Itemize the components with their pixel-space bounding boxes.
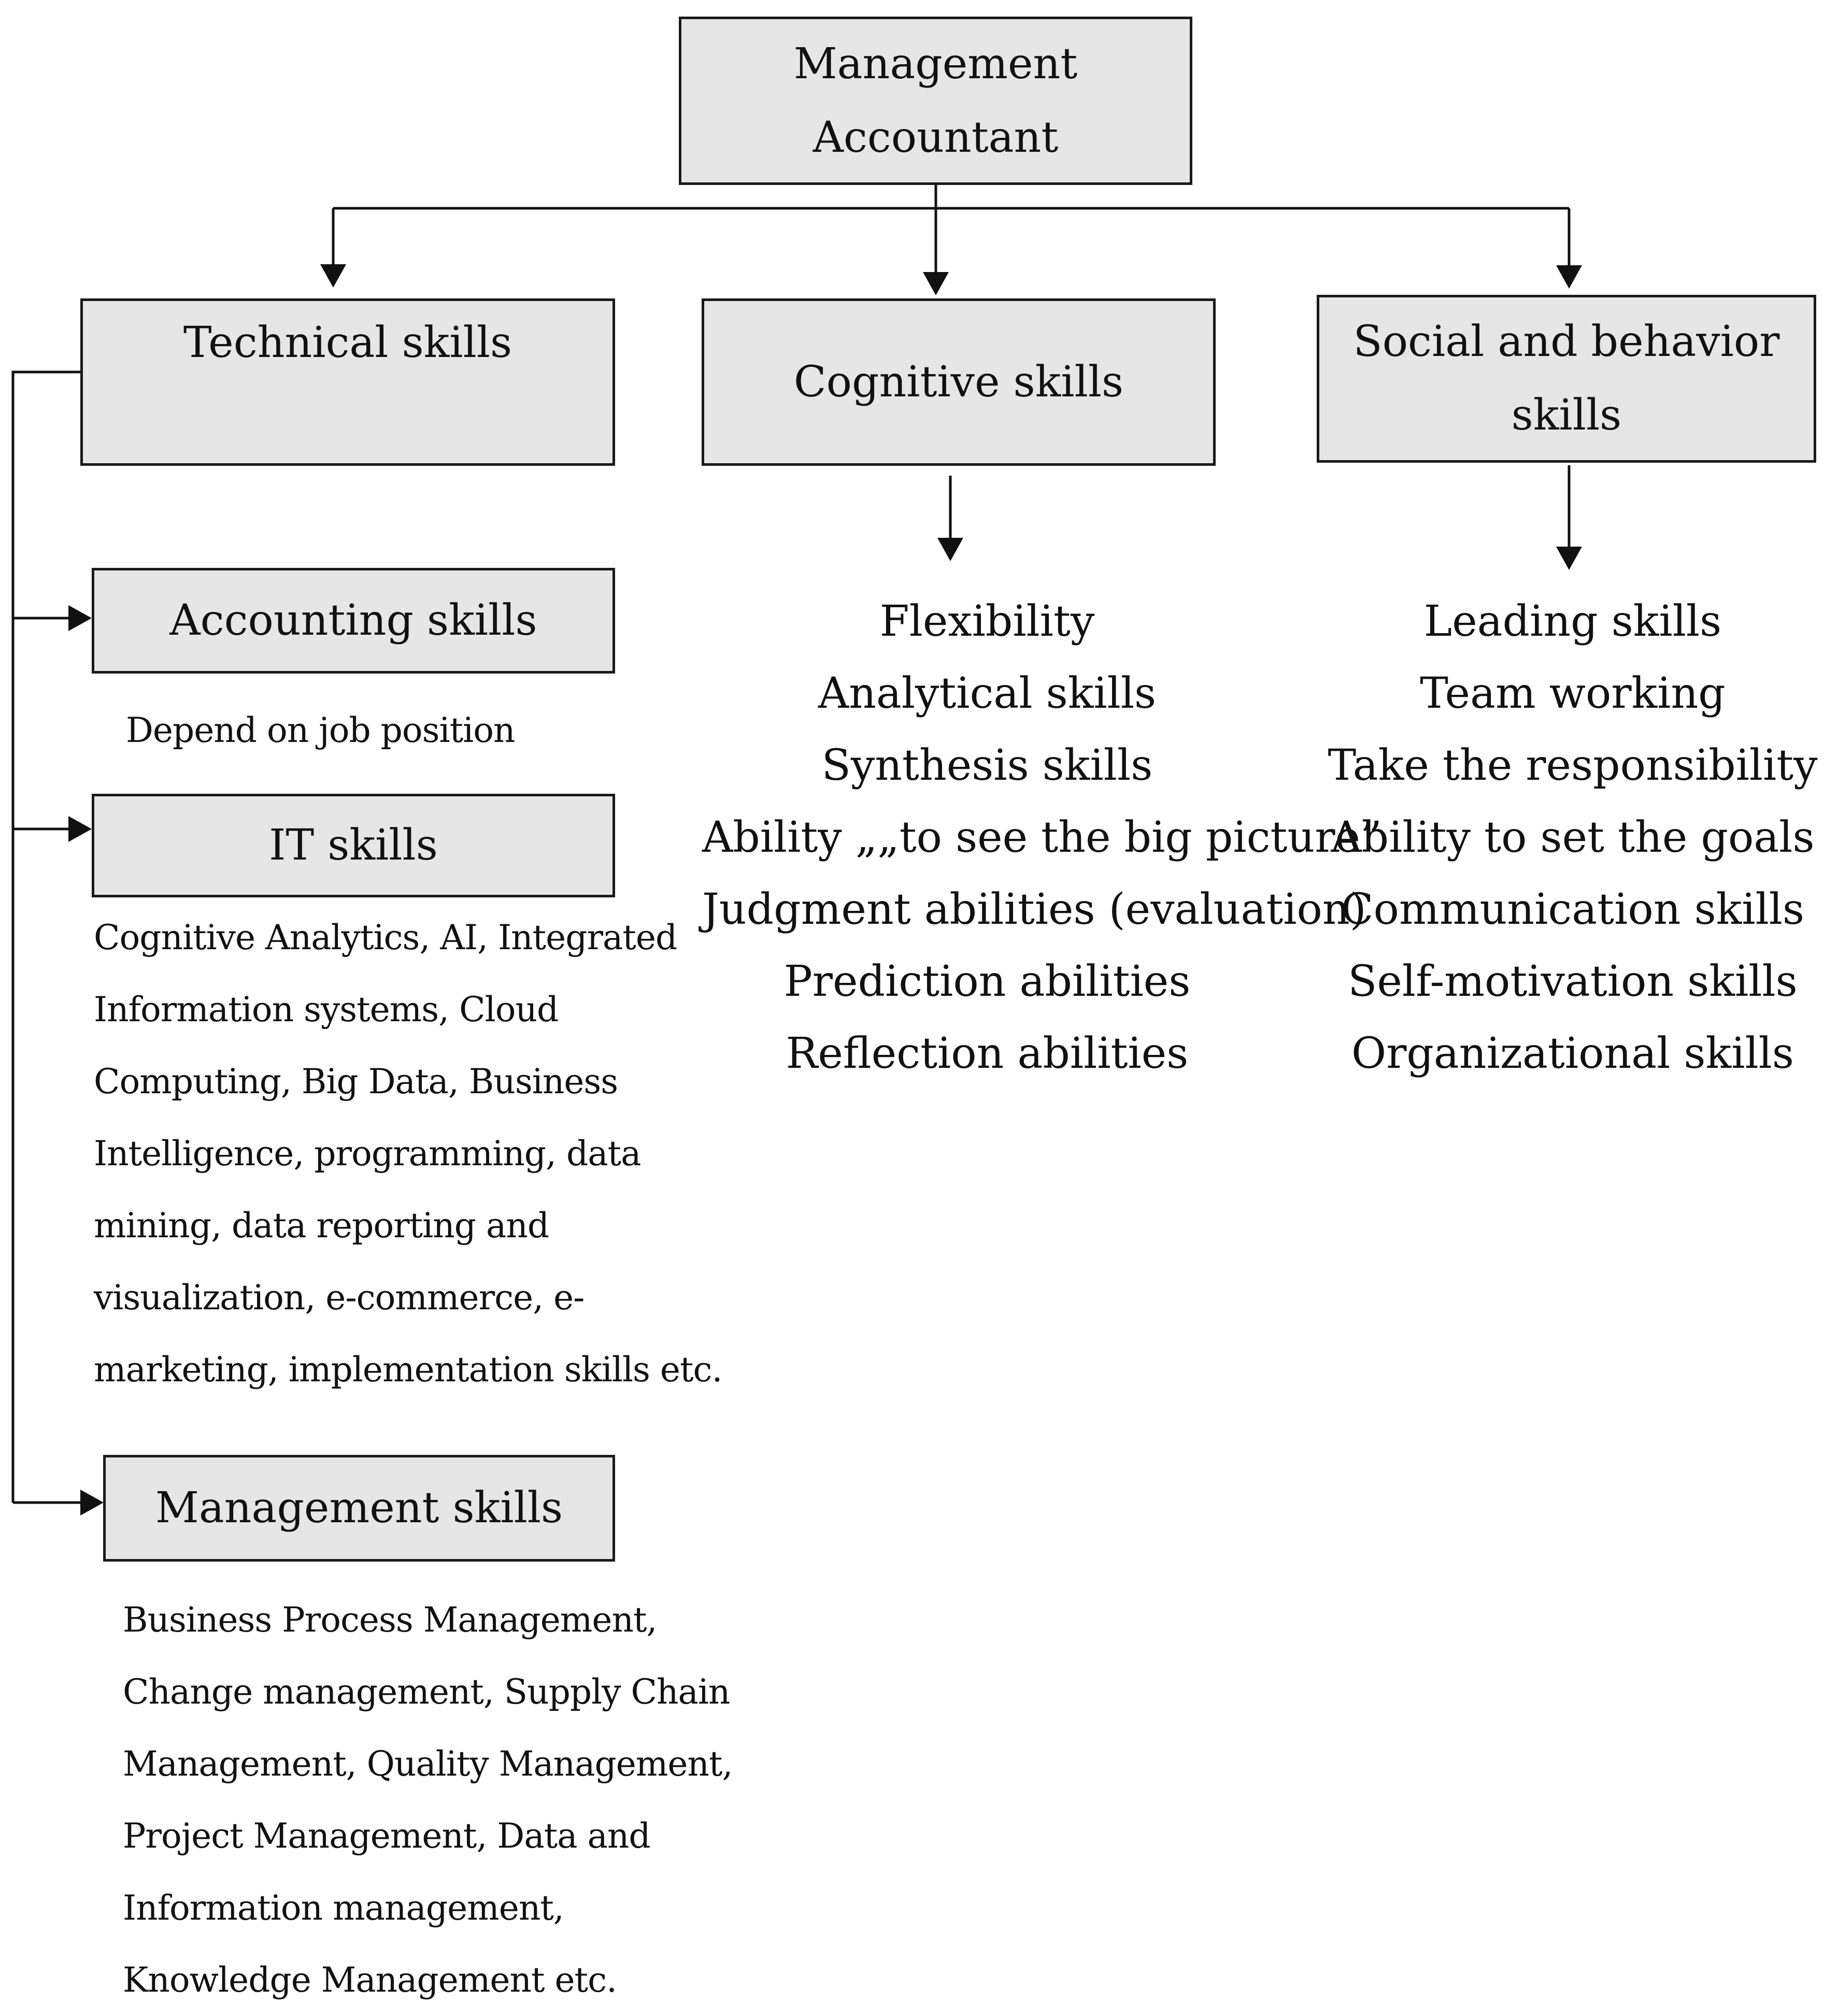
management-note-line: Information management,: [123, 1888, 564, 1928]
root-line-1: Management: [793, 39, 1078, 89]
social-item: Team working: [1420, 669, 1726, 718]
social-item: Self-motivation skills: [1348, 957, 1798, 1006]
social-behavior-skills-box: Social and behavior skills: [1317, 295, 1816, 463]
arrowhead-cognitive-items: [937, 538, 963, 561]
cognitive-skills-list: Flexibility Analytical skills Synthesis …: [702, 585, 1382, 1090]
it-skills-title: IT skills: [269, 821, 438, 870]
social-item: Communication skills: [1341, 885, 1805, 934]
technical-skills-box: Technical skills: [80, 298, 615, 466]
arrowhead-accounting: [68, 605, 92, 631]
technical-spine-line: [11, 370, 80, 1503]
it-note-line: Intelligence, programming, data: [94, 1134, 641, 1174]
management-note-line: Management, Quality Management,: [123, 1744, 733, 1784]
cognitive-item: Judgment abilities (evaluation): [702, 885, 1366, 934]
management-note-line: Knowledge Management etc.: [123, 1960, 617, 2000]
technical-skills-title: Technical skills: [183, 318, 512, 367]
arrowhead-technical: [320, 264, 346, 288]
social-title-line-1: Social and behavior: [1353, 317, 1780, 366]
cognitive-item: Ability „„to see the big picture”: [702, 813, 1382, 862]
cognitive-item: Reflection abilities: [786, 1029, 1189, 1078]
management-note-line: Project Management, Data and: [123, 1816, 651, 1856]
social-item: Take the responsibility: [1328, 741, 1818, 790]
it-note-line: Information systems, Cloud: [94, 990, 559, 1030]
management-skills-box: Management skills: [103, 1455, 615, 1562]
root-box-management-accountant: Management Accountant: [679, 17, 1192, 185]
accounting-skills-box: Accounting skills: [92, 568, 615, 674]
root-line-2: Accountant: [813, 112, 1059, 162]
cognitive-skills-box: Cognitive skills: [702, 298, 1216, 466]
arrowhead-management: [80, 1490, 104, 1515]
social-item: Ability to set the goals: [1331, 813, 1815, 862]
it-note-line: marketing, implementation skills etc.: [94, 1350, 722, 1390]
cognitive-skills-title: Cognitive skills: [793, 357, 1124, 407]
arrowhead-social-items: [1556, 547, 1582, 570]
it-note-line: Cognitive Analytics, AI, Integrated: [94, 918, 677, 957]
management-skills-note: Business Process Management, Change mana…: [123, 1584, 733, 2016]
arrowhead-social: [1556, 265, 1582, 289]
social-item: Leading skills: [1423, 597, 1722, 646]
management-skills-title: Management skills: [155, 1483, 563, 1533]
social-skills-list: Leading skills Team working Take the res…: [1321, 585, 1824, 1090]
social-title-line-2: skills: [1511, 391, 1622, 440]
accounting-note-text: Depend on job position: [126, 710, 516, 750]
cognitive-item: Synthesis skills: [821, 741, 1153, 790]
it-note-line: Computing, Big Data, Business: [94, 1062, 618, 1102]
management-note-line: Change management, Supply Chain: [123, 1672, 730, 1712]
arrowhead-cognitive: [923, 272, 949, 295]
it-skills-box: IT skills: [92, 794, 615, 897]
cognitive-item: Prediction abilities: [783, 957, 1191, 1006]
it-skills-note: Cognitive Analytics, AI, Integrated Info…: [94, 902, 722, 1406]
management-note-line: Business Process Management,: [123, 1600, 657, 1640]
cognitive-item: Analytical skills: [818, 669, 1157, 718]
accounting-skills-title: Accounting skills: [169, 596, 537, 645]
cognitive-item: Flexibility: [879, 597, 1095, 646]
social-item: Organizational skills: [1351, 1029, 1794, 1078]
accounting-note: Depend on job position: [126, 707, 516, 754]
arrowhead-it: [68, 816, 92, 842]
it-note-line: visualization, e-commerce, e-: [94, 1278, 585, 1318]
it-note-line: mining, data reporting and: [94, 1206, 549, 1246]
